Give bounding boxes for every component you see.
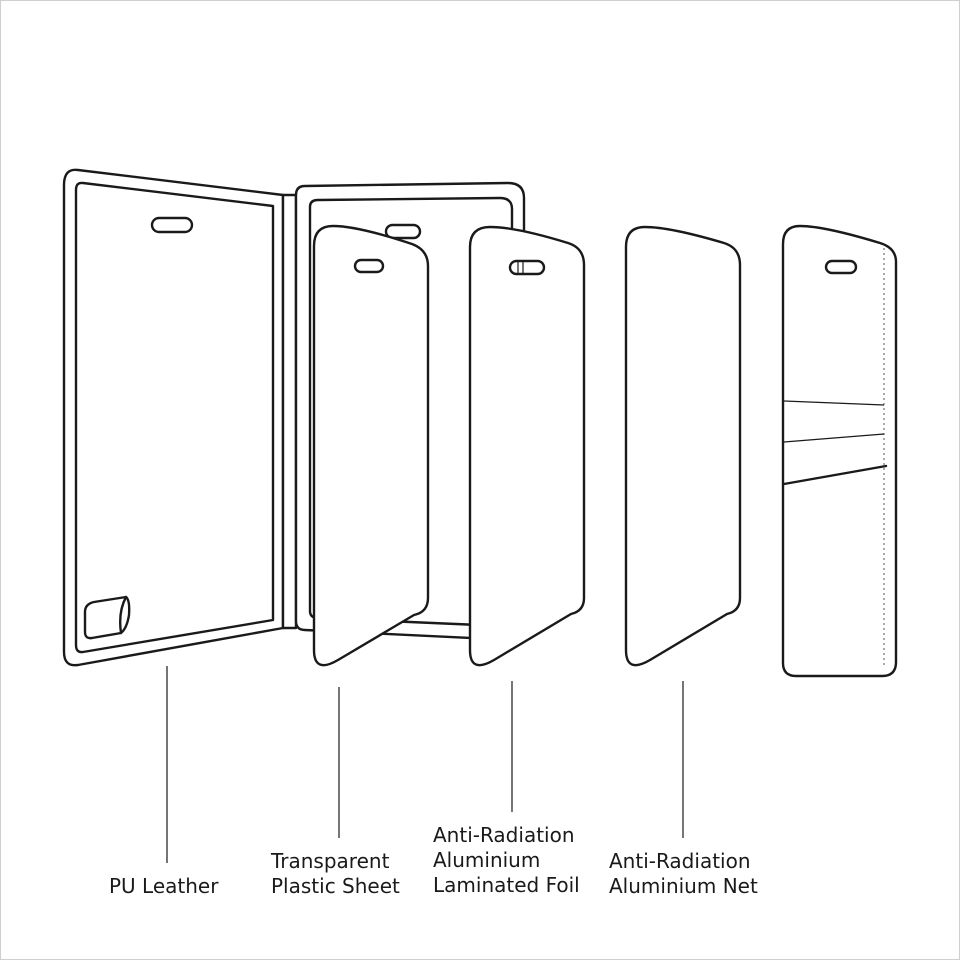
label-transparent-sheet: Transparent Plastic Sheet — [271, 849, 400, 899]
case-spine — [281, 193, 298, 630]
aluminium-net-body — [624, 225, 742, 667]
pu-leather-case — [62, 168, 526, 667]
transparent-sheet-slot — [353, 258, 385, 274]
left-cover-outer — [62, 168, 285, 667]
label-laminated-foil: Anti-Radiation Aluminium Laminated Foil — [433, 823, 580, 898]
label-line: Transparent — [271, 849, 390, 873]
card-pocket-line-2 — [783, 433, 885, 443]
transparent-sheet-body — [312, 224, 430, 667]
transparent-plastic-sheet — [312, 224, 430, 667]
label-aluminium-net: Anti-Radiation Aluminium Net — [609, 849, 758, 899]
card-pocket-line-1 — [783, 400, 885, 406]
aluminium-net-sheet — [624, 225, 742, 667]
leader-lines — [166, 666, 684, 863]
label-line: PU Leather — [109, 874, 219, 898]
label-line: Aluminium Net — [609, 874, 758, 898]
label-line: Aluminium — [433, 848, 541, 872]
right-tray-slot — [384, 223, 422, 240]
card-sticker — [83, 595, 128, 640]
label-line: Anti-Radiation — [609, 849, 751, 873]
closed-case-slot — [824, 259, 858, 275]
closed-case-body — [781, 224, 898, 678]
label-line: Laminated Foil — [433, 873, 580, 897]
laminated-foil-body — [468, 225, 586, 667]
label-line: Plastic Sheet — [271, 874, 400, 898]
left-cover-inner — [74, 181, 275, 654]
laminated-foil-slot — [508, 259, 546, 276]
left-cover-slot — [150, 216, 194, 234]
closed-wallet-case — [781, 224, 898, 678]
laminated-foil-sheet — [468, 225, 586, 667]
label-pu-leather: PU Leather — [109, 874, 218, 899]
label-line: Anti-Radiation — [433, 823, 575, 847]
card-pocket-line-3 — [782, 464, 888, 486]
